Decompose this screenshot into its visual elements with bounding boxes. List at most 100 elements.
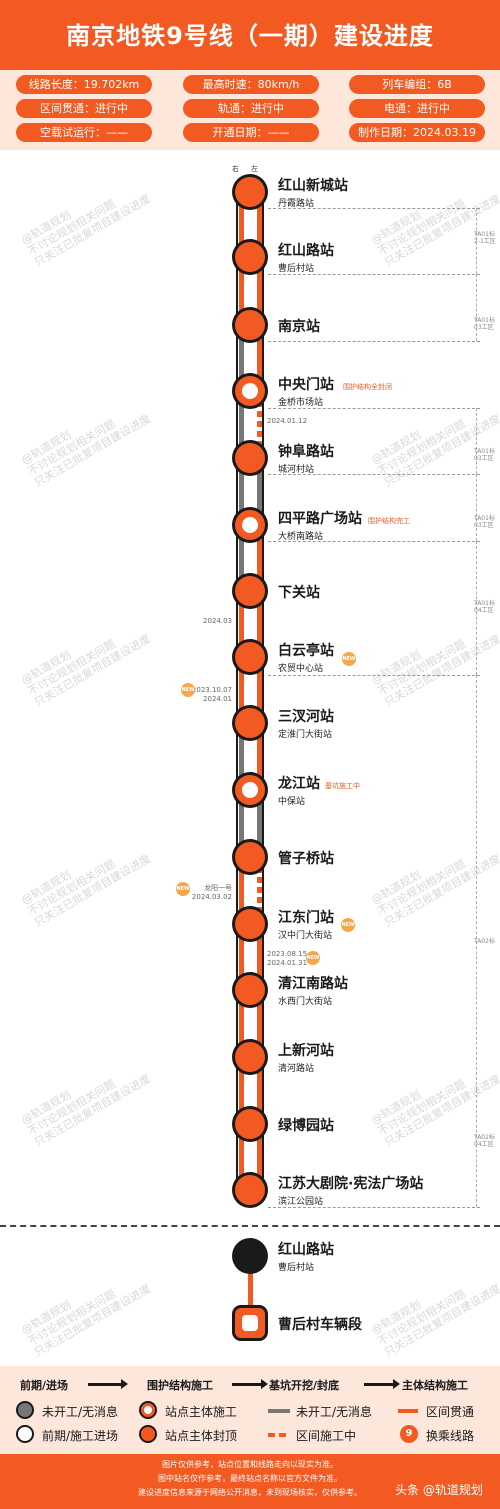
track-segment-through: [238, 924, 244, 990]
station-alias: 农贸中心站: [278, 664, 324, 674]
legend-arrow: [88, 1379, 128, 1389]
page-title: 南京地铁9号线（一期）建设进度: [66, 22, 434, 50]
station-marker: [232, 440, 268, 476]
contract-boundary-line: [268, 408, 480, 409]
station-fill: [235, 443, 265, 473]
station-alias: 城河村站: [278, 465, 315, 475]
contract-extent-line: [476, 208, 477, 274]
station-marker: [232, 1106, 268, 1142]
footer-logo: 头条 @轨道规划: [395, 1483, 483, 1497]
contract-section-label: TA01标 04工区: [474, 600, 495, 614]
station-alias: 丹霞路站: [278, 199, 315, 209]
station-name: 中央门站: [278, 377, 334, 393]
contract-boundary-line: [268, 1207, 480, 1208]
station-name: 钟阜路站: [278, 444, 334, 460]
legend-label: 区间施工中: [296, 1429, 357, 1443]
station-name: 龙江站: [278, 776, 320, 792]
legend-stage-preliminary: 前期/进场: [20, 1379, 69, 1392]
station-alias: 中保站: [278, 797, 306, 807]
contract-extent-line: [476, 474, 477, 541]
station-alias: 大桥南路站: [278, 532, 324, 542]
station-name: 江苏大剧院·宪法广场站: [278, 1176, 424, 1192]
legend-stage-excavation: 基坑开挖/封底: [269, 1379, 340, 1392]
station-fill: [235, 642, 265, 672]
station-marker: [232, 705, 268, 741]
station-marker: [232, 373, 268, 409]
new-badge: NEW: [342, 652, 356, 666]
legend-preliminary-station-icon: [16, 1425, 34, 1443]
station-name: 白云亭站: [278, 643, 334, 659]
track-segment-through: [238, 990, 244, 1057]
new-badge: NEW: [176, 882, 190, 896]
track-segment-through: [238, 591, 244, 657]
legend-label: 换乘线路: [426, 1429, 475, 1443]
track-segment-not-started: [238, 325, 244, 391]
contract-section-label: TA02标 04工区: [474, 1134, 495, 1148]
track-segment-through: [238, 192, 244, 257]
contract-section-label: TA01标 03工区: [474, 317, 495, 331]
track-segment-through: [256, 924, 262, 990]
legend-not-started-section-icon: [268, 1409, 290, 1413]
station-fill: [235, 708, 265, 738]
track-segment-through: [247, 1256, 253, 1323]
station-progress-note: 围护结构全封闭: [343, 383, 392, 391]
station-hole: [242, 383, 258, 399]
track-segment-not-started: [238, 790, 244, 857]
header-bar: [0, 0, 500, 70]
watermark: @轨道规划不讨论规划相关问题只关注已批复项目建设进度: [369, 852, 500, 930]
station-name: 三汊河站: [278, 709, 334, 725]
legend-label: 站点主体封顶: [165, 1429, 238, 1443]
station-marker: [232, 772, 268, 808]
track-segment-under-construction: [256, 391, 262, 458]
station-fill: [235, 510, 265, 540]
station-name: 红山路站: [278, 243, 334, 259]
date-note: 2023.08.15 2024.01.31: [267, 950, 308, 967]
station-fill: [235, 842, 265, 872]
station-fill: [235, 310, 265, 340]
watermark: @轨道规划不讨论规划相关问题只关注已批复项目建设进度: [19, 1282, 153, 1360]
contract-boundary-line: [268, 208, 480, 209]
station-name: 四平路广场站: [278, 511, 362, 527]
info-made-date: 制作日期：2024.03.19: [349, 123, 485, 142]
station-hole: [242, 517, 258, 533]
watermark: @轨道规划不讨论规划相关问题只关注已批复项目建设进度: [369, 192, 500, 270]
depot-marker: [232, 1305, 268, 1341]
contract-extent-line: [476, 408, 477, 474]
track-edge: [262, 192, 264, 1190]
legend-station-construction-icon: [139, 1401, 157, 1419]
station-progress-note: 基坑施工中: [325, 782, 360, 790]
footer: 图片仅供参考，站点位置和线路走向以现实为准。 图中站名仅作参考，最终站点名称以官…: [0, 1454, 500, 1509]
station-name: 红山新城站: [278, 178, 348, 194]
contract-extent-line: [476, 1090, 477, 1207]
station-progress-note: 围护结构完工: [368, 517, 410, 525]
track-segment-through: [256, 1057, 262, 1124]
station-fill: [235, 1109, 265, 1139]
legend-stage-retaining: 围护结构施工: [147, 1379, 213, 1392]
watermark: @轨道规划不讨论规划相关问题只关注已批复项目建设进度: [19, 632, 153, 710]
station-alias: 汉中门大街站: [278, 931, 333, 941]
watermark: @轨道规划不讨论规划相关问题只关注已批复项目建设进度: [369, 632, 500, 710]
legend-section-through-icon: [398, 1409, 418, 1413]
station-marker: [232, 639, 268, 675]
info-open-date: 开通日期：——: [183, 123, 319, 142]
legend-label: 未开工/无消息: [42, 1405, 119, 1419]
direction-right-label: 右: [232, 165, 239, 173]
track-segment-through: [256, 525, 262, 591]
direction-left-label: 左: [251, 165, 258, 173]
legend-station-sealed-icon: [139, 1425, 157, 1443]
watermark: @轨道规划不讨论规划相关问题只关注已批复项目建设进度: [369, 1282, 500, 1360]
station-fill: [235, 775, 265, 805]
track-segment-through: [256, 657, 262, 723]
station-name: 管子桥站: [278, 851, 334, 867]
station-name: 绿博园站: [278, 1118, 334, 1134]
station-marker: [232, 239, 268, 275]
track-segment-under-construction: [256, 857, 262, 924]
contract-extent-line: [476, 675, 477, 1090]
station-fill: [235, 177, 265, 207]
watermark: @轨道规划不讨论规划相关问题只关注已批复项目建设进度: [19, 412, 153, 490]
station-name: 清江南路站: [278, 976, 348, 992]
station-name: 曹后村车辆段: [278, 1317, 362, 1333]
track-segment-not-started: [256, 458, 262, 525]
station-fill: [235, 975, 265, 1005]
contract-boundary-line: [268, 274, 480, 275]
